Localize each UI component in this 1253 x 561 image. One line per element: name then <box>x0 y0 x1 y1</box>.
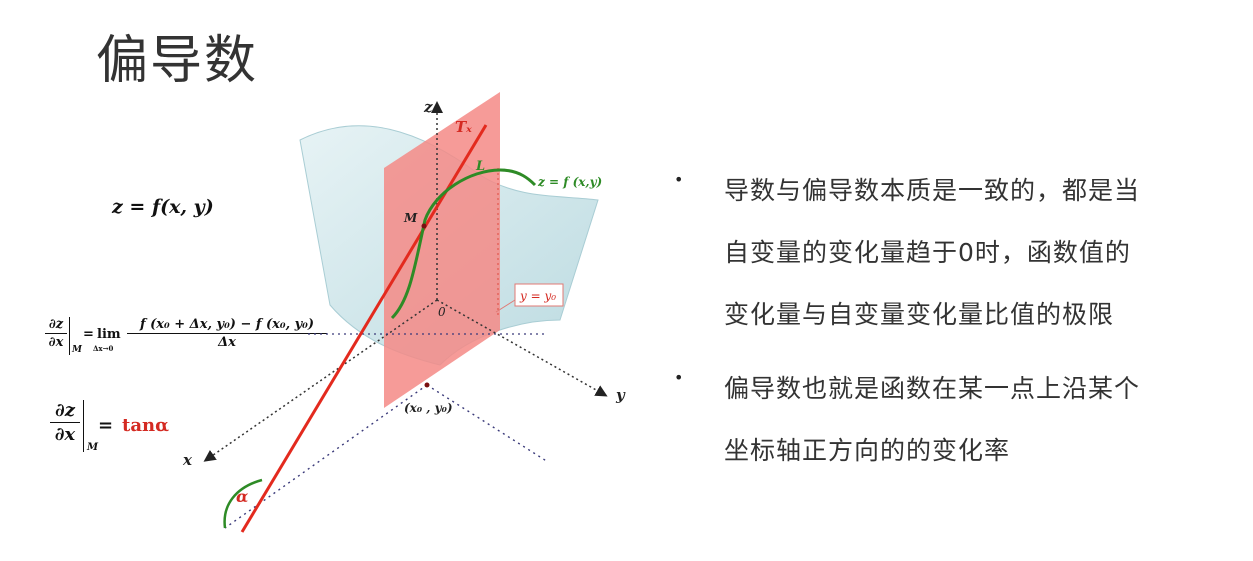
tan-partial-fraction: ∂z ∂x <box>50 400 80 445</box>
curve-label: L <box>475 159 485 174</box>
limit-definition: ∂z ∂x M = lim Δx→0 f (x₀ + Δx, y₀) − f (… <box>45 315 335 365</box>
tangent-label: Tₓ <box>455 118 472 136</box>
x-axis-label: x <box>182 451 193 469</box>
projection-line <box>224 384 428 529</box>
plane-label: y = y₀ <box>519 289 556 303</box>
plane-y0 <box>384 92 500 408</box>
bullet-item: • 导数与偏导数本质是一致的，都是当 自变量的变化量趋于0时，函数值的 变化量与… <box>668 160 1228 346</box>
tan-subscript: M <box>87 442 99 453</box>
lim-word: lim <box>97 327 121 342</box>
projection-line <box>426 384 549 463</box>
plane-label-box <box>514 283 564 307</box>
bullet-text: 导数与偏导数本质是一致的，都是当 自变量的变化量趋于0时，函数值的 变化量与自变… <box>724 176 1141 329</box>
base-point-label: (x₀ , y₀) <box>404 401 453 415</box>
y-axis-label: y <box>615 386 626 404</box>
tangent-slope-formula: ∂z ∂x M = tanα <box>50 400 210 460</box>
origin-label: 0 <box>438 305 446 319</box>
base-point <box>424 382 430 388</box>
lim-difference-quotient: f (x₀ + Δx, y₀) − f (x₀, y₀) Δx <box>127 317 327 350</box>
bullet-dot-icon: • <box>674 170 684 189</box>
lim-equals: = <box>83 327 94 342</box>
tan-alpha: tanα <box>122 415 169 436</box>
bullet-list: • 导数与偏导数本质是一致的，都是当 自变量的变化量趋于0时，函数值的 变化量与… <box>668 160 1228 494</box>
point-m <box>421 223 427 229</box>
angle-arc <box>223 478 263 529</box>
lim-subscript: M <box>72 345 82 355</box>
point-m-label: M <box>403 211 418 225</box>
tan-equals: = <box>98 415 114 436</box>
z-axis-label: z <box>423 98 433 116</box>
curve-l <box>390 168 537 320</box>
bullet-item: • 偏导数也就是函数在某一点上沿某个 坐标轴正方向的的变化率 <box>668 358 1228 482</box>
surface-equation: z = f(x, y) <box>112 196 214 218</box>
y-axis <box>436 299 608 397</box>
bullet-text: 偏导数也就是函数在某一点上沿某个 坐标轴正方向的的变化率 <box>724 374 1141 465</box>
angle-label: α <box>236 487 248 506</box>
surface-label: z = f (x,y) <box>537 175 602 189</box>
slide-title: 偏导数 <box>96 31 259 91</box>
lim-partial-fraction: ∂z ∂x <box>45 317 67 350</box>
bullet-dot-icon: • <box>674 368 684 387</box>
lim-under: Δx→0 <box>93 344 114 353</box>
x-axis <box>203 299 438 462</box>
